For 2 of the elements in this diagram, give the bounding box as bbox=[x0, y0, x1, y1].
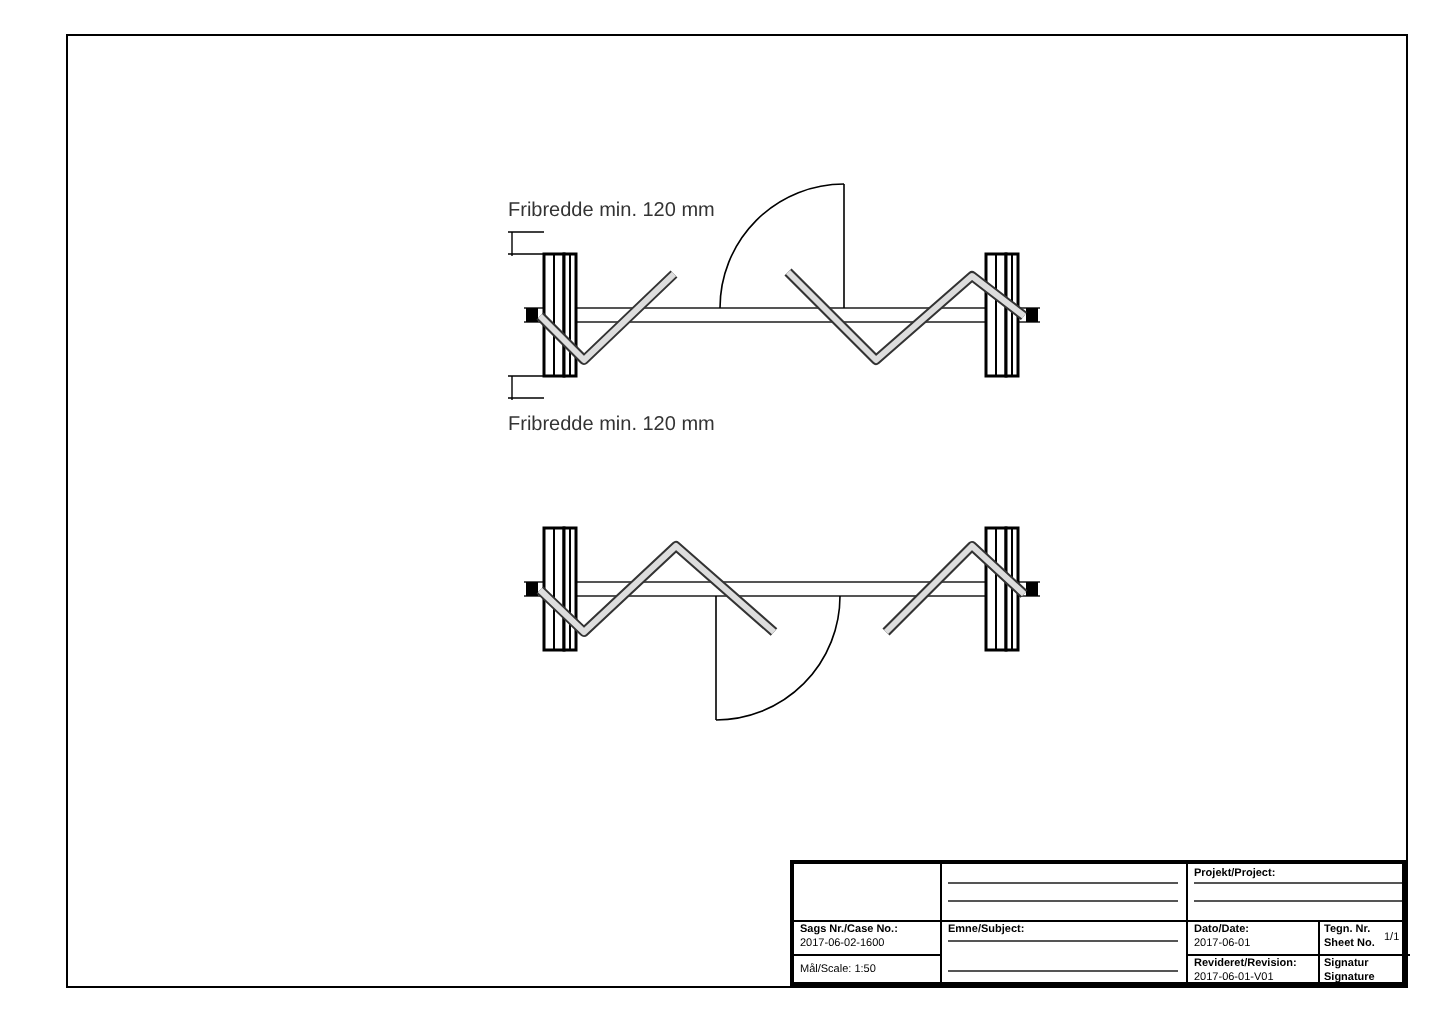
dimension-label: Fribredde min. 120 mm bbox=[508, 202, 715, 222]
dimension-label: Fribredde min. 120 mm bbox=[508, 416, 715, 436]
